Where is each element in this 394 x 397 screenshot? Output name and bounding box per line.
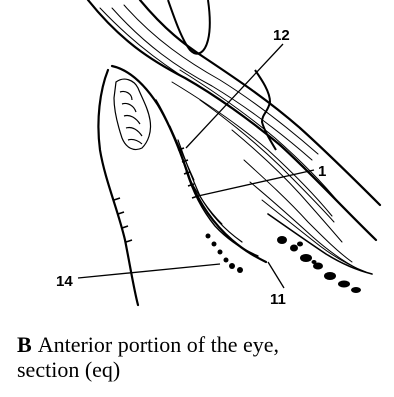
ciliary-granules [114, 79, 151, 149]
callout-label-12: 12 [273, 27, 290, 44]
upper-tissue-band [88, 0, 380, 274]
pigment-dots [206, 234, 244, 274]
panel-letter: B [17, 332, 32, 357]
leader-11 [268, 262, 284, 288]
callout-label-1: 1 [318, 163, 326, 180]
zonule-ticks [114, 148, 198, 242]
callout-label-11: 11 [270, 291, 286, 308]
caption-line-2: section (eq) [17, 357, 387, 382]
callout-label-14: 14 [56, 273, 73, 290]
caption-text-1: Anterior portion of the eye, [38, 332, 279, 357]
leader-14 [78, 264, 220, 278]
